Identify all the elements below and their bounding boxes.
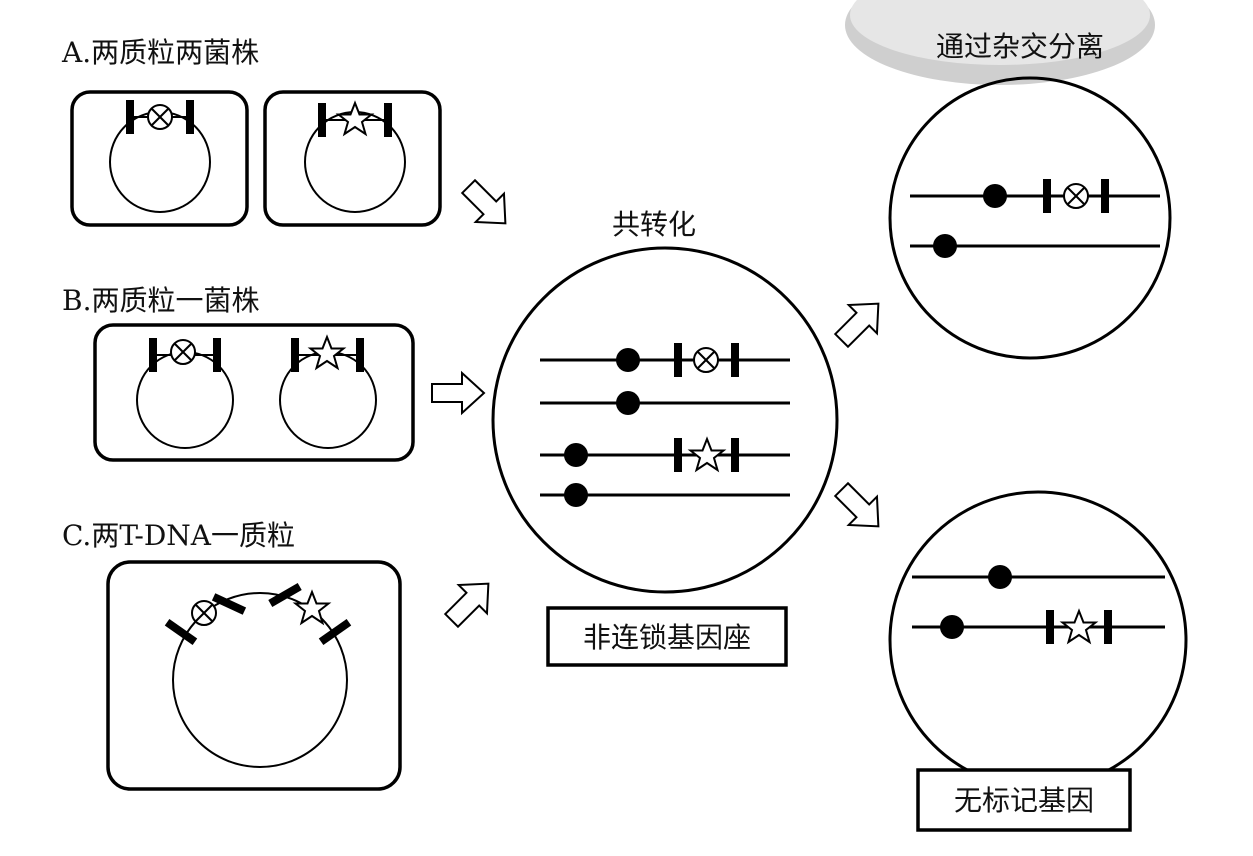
circle-x-icon [191,600,217,626]
label-c: C.两T-DNA一质粒 [62,519,295,552]
arrow-icon [453,171,521,239]
star-icon [689,438,725,471]
progeny-with-marker [888,76,1172,360]
circle-x-icon [693,347,719,373]
border-bar [318,103,326,137]
circle-x-icon [170,339,196,365]
separation-label: 通过杂交分离 [936,30,1104,63]
border-bar [384,103,392,137]
progeny-marker-free [888,490,1188,790]
markerfree-label: 无标记基因 [954,784,1094,817]
arrow-icon [436,568,504,636]
star-icon [1061,610,1097,643]
circle-x-icon [1063,183,1089,209]
border-bar [186,100,194,134]
label-a: A.两质粒两菌株 [61,36,259,69]
strain-a2 [263,90,442,227]
border-bar [126,100,134,134]
unlinked-label: 非连锁基因座 [583,621,751,654]
border-bar [213,338,221,372]
arrow-icon [431,372,485,414]
strain-b [93,323,415,462]
cotransformed-cell [491,246,839,594]
border-bar [356,338,364,372]
strain-c [106,560,402,791]
unlinked-box [546,606,788,667]
strain-a1 [70,90,249,227]
arrow-icon [826,474,894,542]
cotransform-label: 共转化 [612,208,696,241]
border-bar [291,338,299,372]
circle-x-icon [147,104,173,130]
arrow-icon [826,288,894,356]
label-b: B.两质粒一菌株 [62,284,259,317]
markerfree-box [916,768,1132,832]
border-bar [149,338,157,372]
